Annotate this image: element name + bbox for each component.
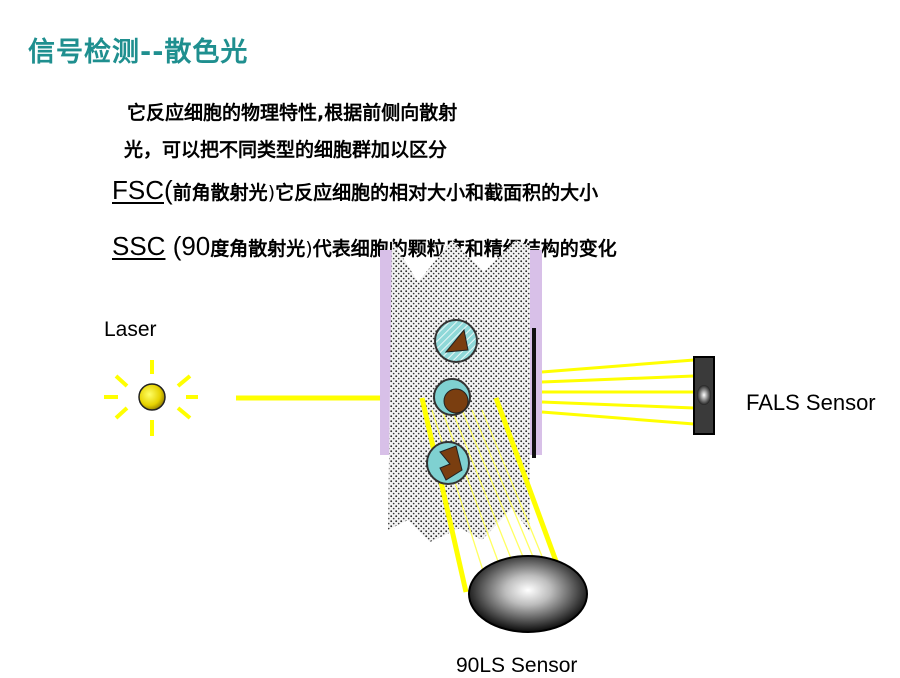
laser-label: Laser xyxy=(104,318,157,341)
fsc-row: FSC(前角散射光)它反应细胞的相对大小和截面积的大小 xyxy=(112,175,598,206)
flow-cell-left-wall xyxy=(380,250,392,455)
ssc-angle-prefix: (90 xyxy=(165,231,211,261)
ssc-abbreviation: SSC xyxy=(112,231,166,261)
fsc-paren-open: ( xyxy=(164,175,173,205)
page-title: 信号检测--散色光 xyxy=(28,37,249,68)
obscuration-bar xyxy=(532,328,536,458)
description-line-2: 光，可以把不同类型的细胞群加以区分 xyxy=(124,139,448,161)
laser-source xyxy=(104,360,198,436)
ssc-chinese-name: 度角散射光 xyxy=(210,238,306,260)
laser-rays-icon xyxy=(104,360,198,436)
laser-bulb-icon xyxy=(138,383,166,411)
side-scatter-sensor-icon xyxy=(468,555,588,633)
ssc-paren-close: ) xyxy=(305,238,313,260)
side-scatter-beams xyxy=(419,397,563,593)
fsc-abbreviation: FSC xyxy=(112,175,164,205)
description-line-1: 它反应细胞的物理特性,根据前侧向散射 xyxy=(127,102,458,124)
fsc-description: 它反应细胞的相对大小和截面积的大小 xyxy=(275,182,599,204)
cell-1 xyxy=(434,319,478,363)
fsc-paren-close: ) xyxy=(267,182,276,204)
cell-2 xyxy=(433,378,471,416)
forward-scatter-beams xyxy=(541,358,695,426)
side-scatter-sensor-label: 90LS Sensor xyxy=(456,654,578,677)
fals-sensor-label: FALS Sensor xyxy=(746,390,876,415)
cell-3 xyxy=(426,441,470,485)
fals-sensor-glow xyxy=(697,385,711,405)
fsc-chinese-name: 前角散射光 xyxy=(172,182,268,204)
